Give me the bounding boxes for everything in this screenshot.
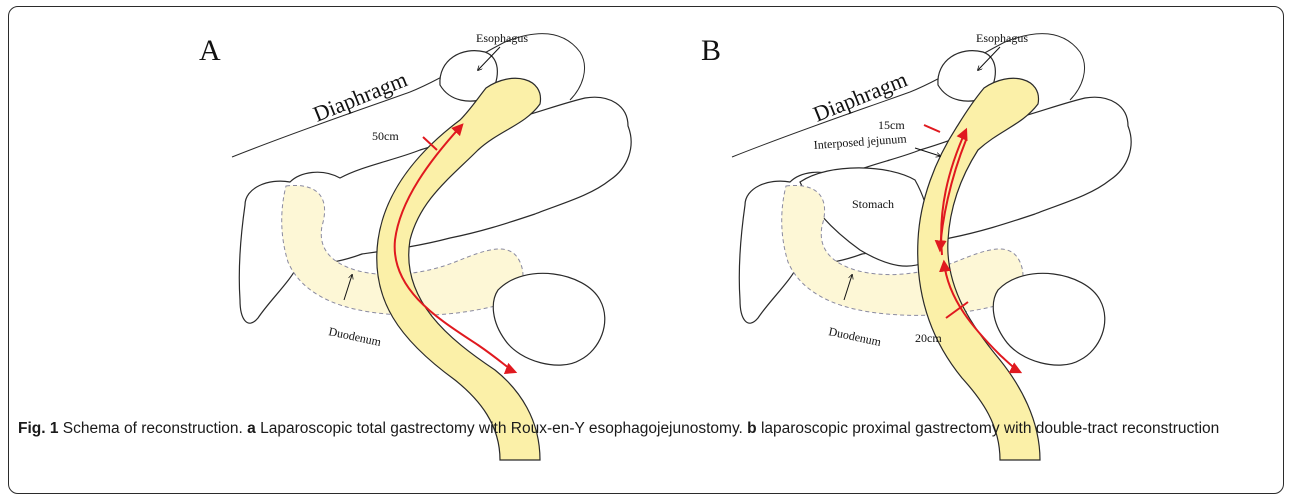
- caption-title: Schema of reconstruction.: [58, 420, 247, 437]
- caption-fig-label: Fig. 1: [18, 420, 58, 437]
- bowel-loop-b: [993, 273, 1105, 365]
- stomach-label-b: Stomach: [852, 197, 894, 211]
- length-label-15cm: 15cm: [878, 118, 905, 132]
- caption-part-a-letter: a: [247, 420, 256, 437]
- esophagus-label-b: Esophagus: [976, 31, 1028, 45]
- panel-b: [732, 34, 1131, 460]
- length-label-50cm: 50cm: [372, 129, 399, 143]
- caption-part-b-text: laparoscopic proximal gastrectomy with d…: [757, 420, 1220, 437]
- interposed-jejunum-label: Interposed jejunum: [813, 131, 907, 151]
- duodenum-label-a: Duodenum: [327, 324, 383, 349]
- marker-15cm-b: [924, 125, 940, 132]
- diaphragm-label-a: Diaphragm: [310, 66, 411, 126]
- caption-part-b-letter: b: [747, 420, 756, 437]
- length-label-20cm: 20cm: [915, 331, 942, 345]
- panel-letter-b: B: [701, 34, 721, 67]
- esophagus-label-a: Esophagus: [476, 31, 528, 45]
- figure-caption: Fig. 1 Schema of reconstruction. a Lapar…: [18, 418, 1268, 439]
- panel-a: [232, 34, 631, 460]
- panel-letter-a: A: [199, 34, 221, 67]
- duodenum-label-b: Duodenum: [827, 324, 883, 349]
- caption-part-a-text: Laparoscopic total gastrectomy with Roux…: [256, 420, 747, 437]
- bowel-loop-a: [493, 273, 605, 365]
